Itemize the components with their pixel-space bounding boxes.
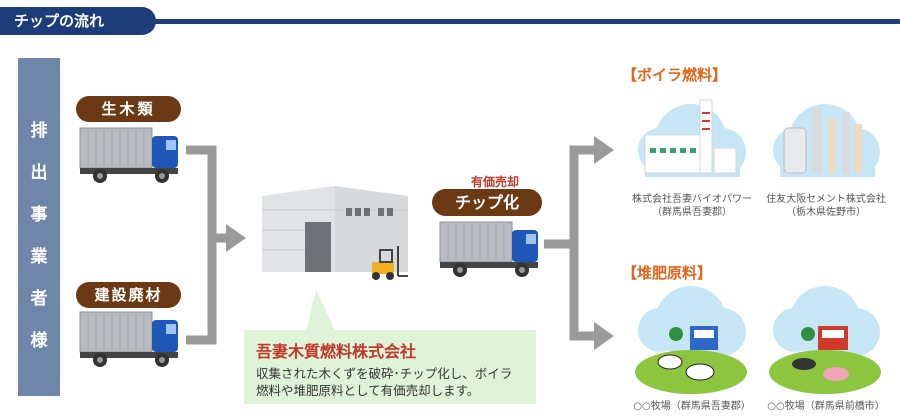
chip-label: チップ化	[432, 189, 542, 216]
warehouse	[262, 186, 408, 272]
split-connector	[544, 145, 596, 341]
company-callout: 吾妻木質燃料株式会社 収集された木くずを破砕･チップ化し、ボイラ 燃料や堆肥原料…	[244, 330, 536, 404]
source-char: 者	[30, 289, 48, 309]
boiler-plant-2	[773, 104, 880, 177]
farm-2	[769, 286, 881, 394]
input-label-raw-wood: 生木類	[76, 96, 181, 122]
source-char: 出	[30, 163, 48, 183]
source-char: 様	[30, 331, 48, 351]
input-label-construction-waste: 建設廃材	[76, 282, 181, 308]
truck-chip	[439, 221, 539, 278]
boiler-title: 【ボイラ燃料】	[622, 66, 728, 84]
boiler-plant-1	[638, 99, 746, 177]
truck-construction-waste	[79, 311, 179, 368]
company-desc-line1: 収集された木くずを破砕･チップ化し、ボイラ	[256, 366, 513, 381]
boiler-dest-1-location: （群馬県吾妻郡）	[652, 207, 732, 218]
forklift	[372, 246, 408, 280]
arrow-to-boiler	[594, 136, 614, 164]
boiler-dest-2: 住友大阪セメント株式会社 （栃木県佐野市）	[752, 193, 900, 219]
company-desc-line2: 燃料や堆肥原料として有価売却します。	[256, 383, 480, 398]
boiler-dest-2-location: （栃木県佐野市）	[786, 207, 866, 218]
company-name: 吾妻木質燃料株式会社	[256, 342, 417, 361]
compost-title: 【堆肥原料】	[622, 264, 713, 282]
boiler-dest-1-name: 株式会社吾妻バイオパワー	[632, 194, 752, 205]
truck-raw-wood	[79, 127, 179, 184]
callout-pointer	[306, 290, 336, 332]
arrow-to-warehouse	[226, 224, 246, 252]
chip-caption: 有価売却	[470, 175, 519, 189]
header-rule	[150, 19, 900, 24]
compost-dest-1: ○○牧場（群馬県吾妻郡）	[633, 401, 751, 412]
section-title: チップの流れ	[0, 7, 156, 35]
merge-connector	[186, 145, 228, 345]
boiler-dest-1: 株式会社吾妻バイオパワー （群馬県吾妻郡）	[622, 193, 762, 219]
source-char: 業	[30, 247, 48, 267]
boiler-dest-2-name: 住友大阪セメント株式会社	[766, 194, 886, 205]
farm-1	[635, 286, 747, 394]
arrow-to-compost	[594, 322, 614, 350]
source-char: 事	[30, 205, 48, 225]
source-bar: 排 出 事 業 者 様	[18, 58, 60, 396]
source-char: 排	[30, 121, 48, 141]
compost-dest-2: ○○牧場（群馬県前橋市）	[767, 401, 885, 412]
